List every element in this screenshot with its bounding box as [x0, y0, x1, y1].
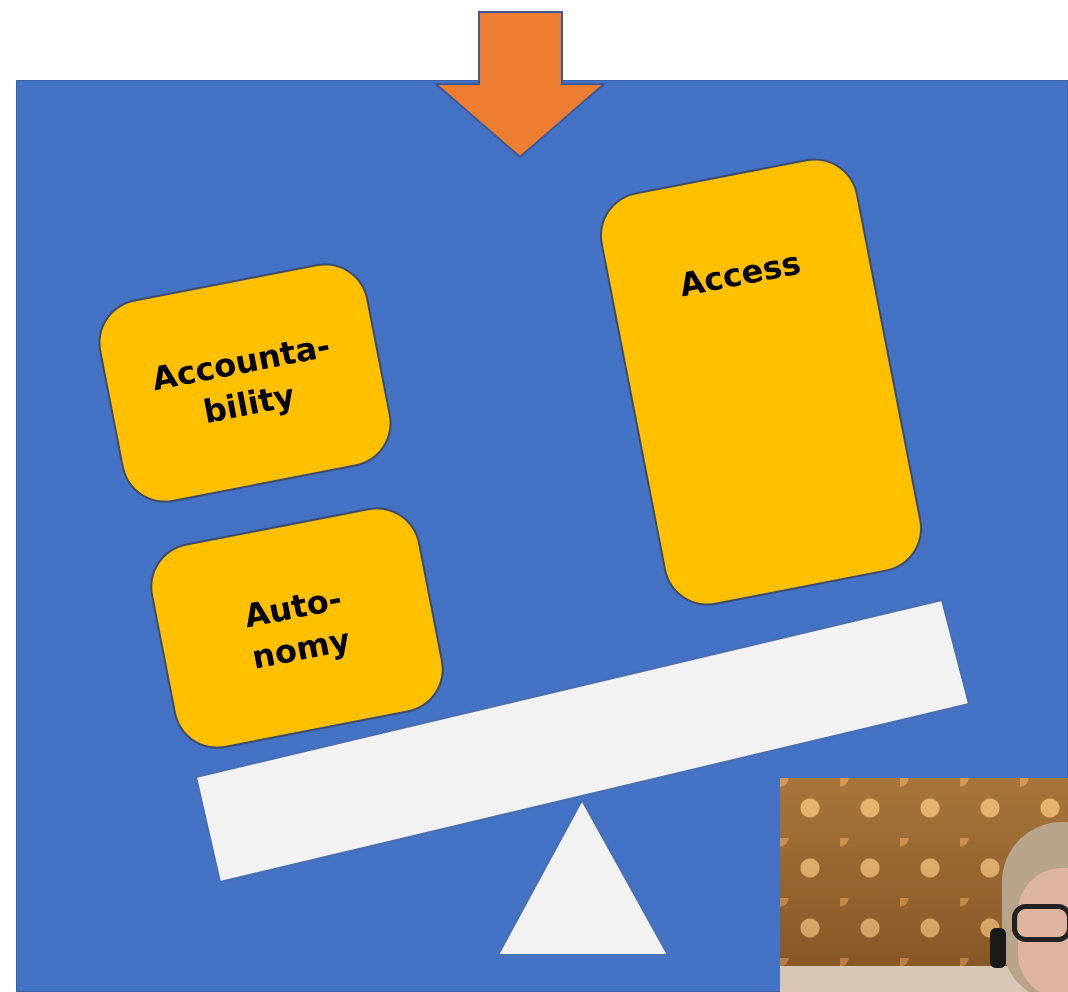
access-label: Access: [676, 243, 804, 305]
webcam-thumbnail[interactable]: [780, 778, 1068, 992]
balance-beam: [194, 598, 971, 884]
autonomy-label: Auto- nomy: [241, 579, 354, 677]
fulcrum-triangle: [496, 797, 670, 956]
headset-icon: [990, 928, 1006, 968]
glasses-icon: [1012, 904, 1068, 942]
accountability-label: Accounta- bility: [148, 326, 334, 432]
down-arrow: [433, 11, 607, 159]
